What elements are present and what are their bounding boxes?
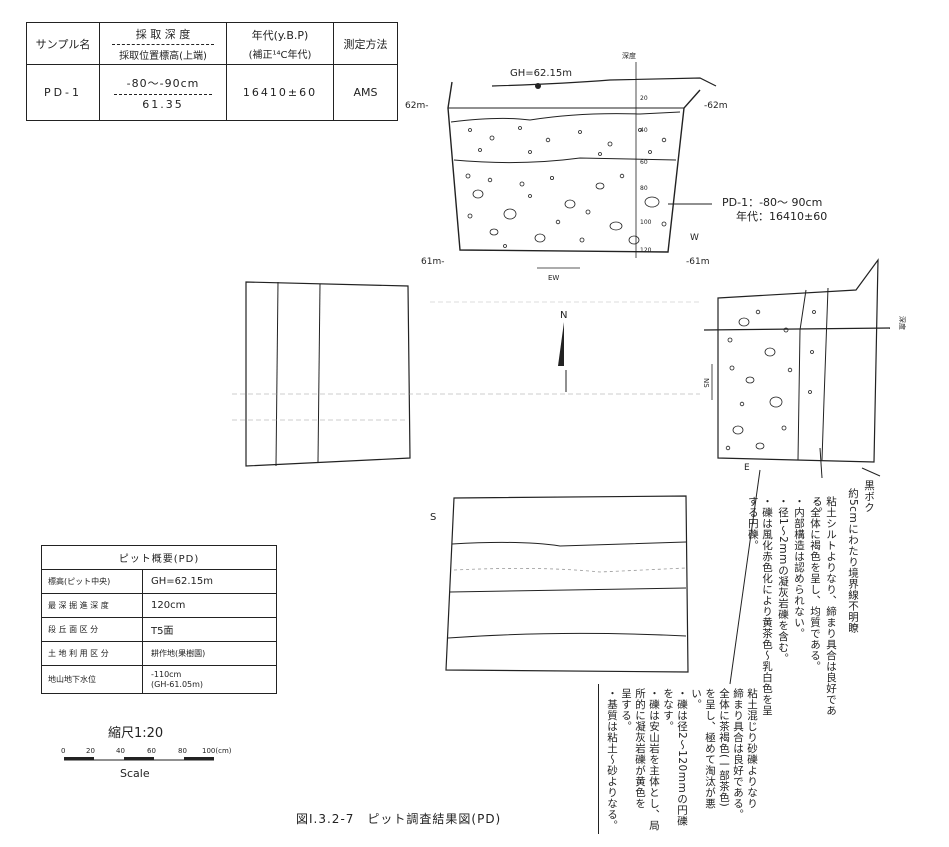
scale-bar: 0 20 40 60 80 100(cm) Scale: [61, 747, 232, 780]
ew-label: EW: [548, 274, 559, 282]
groundwater-depth: -110cm: [151, 669, 182, 679]
east-wall: [717, 258, 879, 463]
scale-tick-60: 60: [147, 747, 156, 755]
desc-clay-4: ・径1～2mmの凝灰岩礫を含む。: [777, 496, 789, 664]
depth-tick-80: 80: [640, 185, 648, 192]
sample-name: PD-1: [26, 64, 100, 121]
desc-gravel-11: ・基質は粘土～砂よりなる。: [606, 688, 618, 831]
depth-tick-120: 120: [640, 247, 652, 254]
overview-value-landuse: 耕作地(果樹園): [142, 641, 277, 666]
sample-depth: -80～-90cm: [114, 75, 212, 95]
header-age-bottom: (補正¹⁴C年代): [248, 49, 312, 61]
ground-surface: [491, 77, 717, 87]
header-depth-top: 採 取 深 度: [112, 26, 214, 45]
overview-value-depth: 120cm: [142, 593, 277, 618]
south-mark: S: [430, 512, 436, 523]
header-depth-bottom: 採取位置標高(上端): [119, 50, 207, 62]
scale-tick-labels: 0 20 40 60 80 100(cm): [61, 747, 232, 755]
sample-method: AMS: [333, 64, 398, 121]
overview-label-depth: 最 深 掘 進 深 度: [41, 593, 143, 618]
north-label: N: [560, 310, 567, 321]
elev-61-right: -61m: [686, 257, 709, 267]
figure-caption: 図I.3.2-7 ピット調査結果図(PD): [296, 812, 502, 826]
overview-value-groundwater: -110cm (GH-61.05m): [142, 665, 277, 694]
overview-value-elevation: GH=62.15m: [142, 569, 277, 594]
sample-depth-cell: -80～-90cm 61.35: [99, 64, 227, 121]
sample-age-label: 年代：16410±60: [736, 209, 827, 223]
overview-label-groundwater: 地山地下水位: [41, 665, 143, 694]
desc-clay-3: ・内部構造は認められない。: [793, 496, 805, 639]
groundwater-elevation: (GH-61.05m): [151, 679, 204, 689]
desc-gravel-3: 全体に茶褐色(一部茶色): [718, 688, 730, 808]
depth-tick-100: 100: [640, 219, 652, 226]
leader-black-soil: [861, 467, 881, 477]
section-depth-header: 深度: [622, 51, 636, 60]
east-mark: E: [744, 463, 750, 473]
elev-61-left: 61m-: [421, 257, 444, 267]
layer-boundary-2: [453, 157, 677, 164]
sample-age: 16410±60: [226, 64, 334, 121]
desc-boundary: 約5cmにわたり境界線不明瞭: [847, 488, 859, 634]
desc-clay-2: ・全体に褐色を呈し、均質である。: [809, 496, 821, 672]
scale-tick-0: 0: [61, 747, 65, 755]
scale-tick-100: 100(cm): [202, 747, 232, 755]
desc-gravel-2: 締まり具合は良好である。: [732, 688, 744, 820]
scale-title: 縮尺1:20: [108, 726, 164, 741]
scale-tick-40: 40: [116, 747, 125, 755]
pit-overview-table: ピット概要(PD) 標高(ピット中央) GH=62.15m 最 深 掘 進 深 …: [41, 545, 277, 694]
overview-label-elevation: 標高(ピット中央): [41, 569, 143, 594]
desc-clay-5: ・礫は風化赤色化により黄茶色～乳白色を呈する円礫。: [746, 496, 773, 716]
scale-label: Scale: [120, 767, 150, 780]
header-depth: 採 取 深 度 採取位置標高(上端): [99, 22, 227, 65]
overview-label-terrace: 段 丘 面 区 分: [41, 617, 143, 642]
overview-value-terrace: T5面: [142, 617, 277, 642]
south-wall: [445, 495, 689, 673]
desc-gravel-7: をなす。: [662, 688, 674, 732]
desc-gravel-4: を呈し、極めて淘汰が悪: [704, 688, 716, 809]
description-right: 黒ボク 約5cmにわたり境界線不明瞭 粘土シルトよりなり、締まり具合は良好である…: [738, 480, 878, 720]
sample-label: PD-1：-80～ 90cm: [722, 196, 822, 209]
direction-mark: W: [690, 233, 699, 243]
gh-label: GH=62.15m: [510, 68, 572, 79]
desc-gravel-5: い。: [690, 688, 702, 710]
north-arrow-icon: [558, 322, 564, 366]
depth-tick-60: 60: [640, 159, 648, 166]
section-depth-ticks: 20 40 60 80 100 120: [640, 95, 652, 254]
desc-clay-1: 粘土シルトよりなり、締まり具合は良好である。: [810, 496, 837, 716]
plan-depth-header: 深度: [898, 316, 907, 330]
leader-clay: [819, 447, 823, 479]
overview-title: ピット概要(PD): [41, 545, 277, 570]
depth-tick-40: 40: [640, 127, 648, 134]
ns-label: NS: [702, 378, 710, 388]
layer-boundary-1: [450, 111, 681, 123]
desc-gravel-10: 呈する。: [620, 688, 632, 732]
header-sample-name: サンプル名: [26, 22, 100, 65]
desc-black-soil: 黒ボク: [863, 480, 875, 513]
west-wall: [245, 281, 411, 467]
elev-62-right: -62m: [704, 101, 727, 111]
depth-tick-20: 20: [640, 95, 648, 102]
desc-gravel-1: 粘土混じり砂礫よりなり: [746, 688, 758, 809]
sample-table: サンプル名 採 取 深 度 採取位置標高(上端) 年代(y.B.P) (補正¹⁴…: [26, 22, 398, 121]
pit-outline: [447, 81, 701, 253]
overview-label-landuse: 土 地 利 用 区 分: [41, 641, 143, 666]
desc-gravel-6: ・礫は径2～120mmの円礫: [676, 688, 688, 827]
leader-gravel: [729, 469, 761, 685]
scale-tick-20: 20: [86, 747, 95, 755]
section-gravel: [465, 126, 667, 248]
scale-tick-80: 80: [178, 747, 187, 755]
elev-62-left: 62m-: [405, 101, 428, 111]
sample-elevation: 61.35: [142, 97, 184, 111]
description-bottom: 粘土混じり砂礫よりなり 締まり具合は良好である。 全体に茶褐色(一部茶色) を呈…: [598, 684, 759, 834]
desc-gravel-8: ・礫は安山岩を主体とし、局: [648, 688, 660, 831]
header-method: 測定方法: [333, 22, 398, 65]
desc-gravel-9: 所的に凝灰岩礫が黄色を: [634, 688, 646, 809]
east-wall-gravel: [725, 309, 816, 451]
header-age-top: 年代(y.B.P): [251, 28, 309, 42]
